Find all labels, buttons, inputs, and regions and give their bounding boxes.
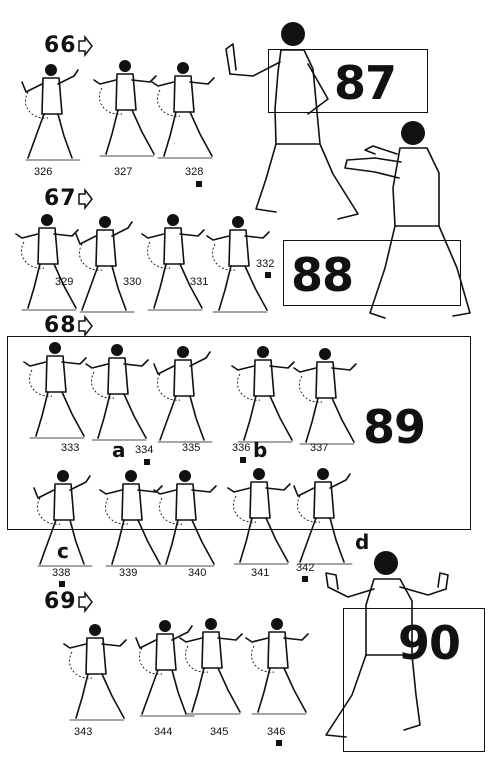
figure-number: 335 (182, 442, 201, 454)
posture-number-89: 89 (363, 400, 426, 454)
figure-number: 330 (123, 276, 142, 288)
figure-number: 337 (310, 442, 329, 454)
arrow-right-icon (77, 591, 93, 613)
figure-number: 344 (154, 726, 173, 738)
figure-step (151, 62, 215, 159)
arrow-right-icon (77, 315, 93, 337)
figure-posture-90 (325, 551, 449, 738)
label-b: b (253, 438, 268, 462)
figure-number: 343 (74, 726, 93, 738)
figure-step (227, 468, 291, 565)
figure-step (63, 624, 127, 721)
figure-step (93, 60, 157, 157)
figure-number: 334 (135, 444, 154, 456)
figure-step (245, 618, 309, 715)
figure-number: 339 (119, 567, 138, 579)
label-a: a (112, 438, 126, 462)
square-marker (240, 457, 246, 463)
figure-number: 341 (251, 567, 270, 579)
figure-number: 340 (188, 567, 207, 579)
figure-number: 331 (190, 276, 209, 288)
label-d: d (355, 530, 370, 554)
step-header-66: 66 (44, 33, 93, 58)
posture-box-87 (268, 49, 428, 113)
figure-posture-88 (344, 121, 471, 319)
figure-number: 329 (55, 276, 74, 288)
posture-number-90: 90 (398, 616, 461, 670)
figure-step (206, 216, 270, 313)
figure-number: 333 (61, 442, 80, 454)
square-marker (265, 272, 271, 278)
figure-number: 338 (52, 567, 71, 579)
section-68-box (7, 336, 471, 530)
figure-step (15, 214, 79, 311)
square-marker (196, 181, 202, 187)
square-marker (276, 740, 282, 746)
figure-step (33, 470, 93, 567)
figure-step (153, 346, 213, 443)
figure-number: 346 (267, 726, 286, 738)
figure-number: 327 (114, 166, 133, 178)
figure-step (293, 348, 357, 445)
figure-step (141, 214, 205, 311)
figure-number: 345 (210, 726, 229, 738)
square-marker (302, 576, 308, 582)
figure-step (99, 470, 163, 567)
figure-step (75, 216, 135, 313)
label-c: c (57, 539, 69, 563)
figure-number: 342 (296, 562, 315, 574)
figure-number: 326 (34, 166, 53, 178)
figure-step (179, 618, 243, 715)
figure-step (21, 64, 81, 161)
figure-number: 328 (185, 166, 204, 178)
posture-number-88: 88 (291, 248, 354, 302)
figure-step (231, 346, 295, 443)
figure-number: 332 (256, 258, 275, 270)
posture-box-90 (343, 608, 485, 752)
figure-posture-87 (225, 22, 359, 220)
figure-step (135, 620, 195, 717)
figure-step (85, 344, 149, 441)
step-header-67: 67 (44, 186, 93, 211)
figure-step (23, 342, 87, 439)
arrow-right-icon (77, 188, 93, 210)
square-marker (144, 459, 150, 465)
step-header-69: 69 (44, 589, 93, 614)
figure-step (293, 468, 353, 565)
step-header-68: 68 (44, 313, 93, 338)
arrow-right-icon (77, 35, 93, 57)
figure-number: 336 (232, 442, 251, 454)
square-marker (59, 581, 65, 587)
posture-number-87: 87 (334, 56, 397, 110)
figure-step (153, 470, 217, 567)
